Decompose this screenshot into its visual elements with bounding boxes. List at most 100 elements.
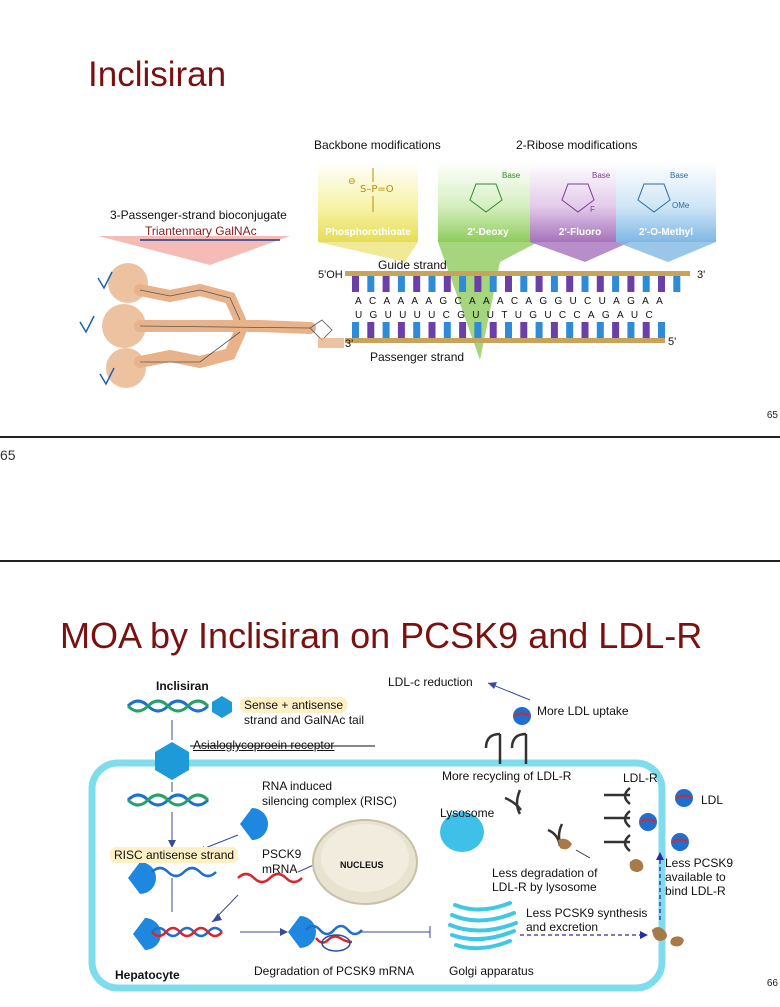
guide-base-tick xyxy=(673,276,681,292)
passenger-base-tick xyxy=(352,322,359,338)
passenger-base-tick xyxy=(428,322,436,338)
slide-title: MOA by Inclisiran on PCSK9 and LDL-R xyxy=(60,615,703,656)
slide-number: 65 xyxy=(766,410,778,421)
mod-2-o-methyl: Base OMe 2'-O-Methyl xyxy=(616,162,716,242)
passenger-base-tick xyxy=(535,322,543,338)
backbone-mod-label: Backbone modifications xyxy=(314,138,441,152)
mod-phosphorothioate: ⊖ S–P=O Phosphorothioate xyxy=(318,162,418,242)
pcsk9-mrna-label-2: mRNA xyxy=(262,862,298,876)
guide-base-tick xyxy=(352,276,359,292)
risc-strand-label: RISC antisense strand xyxy=(110,847,239,863)
guide-base-tick xyxy=(382,276,390,292)
less-synthesis-1: Less PCSK9 synthesis xyxy=(526,906,648,920)
passenger-base-tick xyxy=(413,322,421,338)
guide-base-tick xyxy=(535,276,543,292)
ldl-label: LDL xyxy=(701,793,724,807)
passenger-base-tick xyxy=(443,322,451,338)
guide-base-tick xyxy=(581,276,589,292)
passenger-base-tick xyxy=(566,322,574,338)
divider xyxy=(0,560,780,562)
less-degradation-1: Less degradation of xyxy=(492,866,598,880)
three-prime-bottom: 3' xyxy=(345,338,354,350)
passenger-sequence: UGUUUUCGUUTUGUCCAGAUC xyxy=(355,310,660,321)
more-ldl-label: More LDL uptake xyxy=(537,704,629,718)
mod-2-fluoro: Base F 2'-Fluoro xyxy=(530,162,630,242)
passenger-base-tick xyxy=(505,322,512,338)
guide-sequence: ACAAAAGCAAACAGGUCUAGAA xyxy=(355,296,671,307)
guide-base-tick xyxy=(367,276,375,292)
guide-base-tick xyxy=(397,276,405,292)
guide-base-tick xyxy=(566,276,574,292)
guide-base-tick xyxy=(489,276,497,292)
pcsk9-mrna-label-1: PSCK9 xyxy=(262,847,302,861)
nucleus-label: NUCLEUS xyxy=(340,860,384,870)
less-synthesis-2: and excretion xyxy=(526,920,599,934)
guide-base-tick xyxy=(596,276,604,292)
less-pcsk9-3: bind LDL-R xyxy=(665,884,726,898)
passenger-base-tick xyxy=(642,322,650,338)
passenger-base-tick xyxy=(520,322,528,338)
guide-base-tick xyxy=(612,276,620,292)
passenger-conjugate-label: 3-Passenger-strand bioconjugate xyxy=(110,208,287,222)
guide-base-tick xyxy=(413,276,421,292)
sense-label: Sense + antisense xyxy=(240,697,348,713)
guide-base-tick xyxy=(550,276,558,292)
slide-inclisiran-structure: Inclisiran ⊖ S–P=O Phosphorothioate Base… xyxy=(0,0,780,437)
guide-base-tick xyxy=(627,276,635,292)
fluoro-ribose-structure: Base F xyxy=(561,171,611,214)
five-oh-label: 5'OH xyxy=(318,269,343,281)
hepatocyte-label: Hepatocyte xyxy=(115,968,180,982)
guide-base-tick xyxy=(658,276,665,292)
svg-text:⊖: ⊖ xyxy=(348,177,356,187)
base-label: Base xyxy=(592,171,611,180)
slide-moa: MOA by Inclisiran on PCSK9 and LDL-R xyxy=(0,560,780,1000)
passenger-base-tick xyxy=(596,322,604,338)
risc-strand-text: RISC antisense strand xyxy=(110,847,239,863)
passenger-base-tick xyxy=(474,322,482,338)
passenger-base-tick xyxy=(612,322,620,338)
slide-number: 66 xyxy=(766,978,778,989)
guide-base-tick xyxy=(428,276,436,292)
inclisiran-label: Inclisiran xyxy=(156,679,209,693)
galnac-label: Triantennary GalNAc xyxy=(145,224,257,238)
passenger-base-tick xyxy=(397,322,405,338)
lysosome-label: Lysosome xyxy=(440,806,495,820)
degradation-label: Degradation of PCSK9 mRNA xyxy=(254,964,415,978)
more-recycling-label: More recycling of LDL-R xyxy=(442,769,572,783)
less-pcsk9-2: available to xyxy=(665,870,726,884)
sense-text: Sense + antisense xyxy=(240,697,348,713)
svg-text:S–P=O: S–P=O xyxy=(360,184,394,195)
asialo-label: Asialoglycoproein receptor xyxy=(193,738,335,752)
inclisiran-structure-diagram xyxy=(79,236,716,388)
less-degradation-2: LDL-R by lysosome xyxy=(492,880,597,894)
less-pcsk9-1: Less PCSK9 xyxy=(665,856,734,870)
passenger-strand-label: Passenger strand xyxy=(370,350,465,364)
passenger-base-tick xyxy=(658,322,665,338)
passenger-base-tick xyxy=(550,322,558,338)
three-prime-top: 3' xyxy=(697,269,706,281)
phosphorothioate-structure: ⊖ S–P=O xyxy=(348,168,394,212)
passenger-base-tick xyxy=(627,322,635,338)
passenger-base-tick xyxy=(489,322,497,338)
omethyl-ribose-structure: Base OMe xyxy=(637,171,690,213)
slide-title: Inclisiran xyxy=(88,55,227,94)
guide-base-tick xyxy=(505,276,512,292)
passenger-base-tick xyxy=(382,322,390,338)
ldlr-label: LDL-R xyxy=(623,771,658,785)
moa-diagram xyxy=(88,682,693,992)
strand-tail-label: strand and GalNAc tail xyxy=(244,713,365,727)
risc-label-1: RNA induced xyxy=(262,779,333,793)
guide-base-tick xyxy=(443,276,451,292)
ldlc-reduction-label: LDL-c reduction xyxy=(388,675,473,689)
risc-label-2: silencing complex (RISC) xyxy=(262,794,397,808)
ribose-mod-label: 2-Ribose modifications xyxy=(516,138,638,152)
passenger-base-tick xyxy=(367,322,375,338)
divider xyxy=(0,436,780,438)
passenger-base-tick xyxy=(459,322,467,338)
guide-base-tick xyxy=(642,276,650,292)
golgi-label: Golgi apparatus xyxy=(449,964,534,978)
omethyl-label: OMe xyxy=(672,201,690,210)
fluoro-label: F xyxy=(590,205,595,214)
passenger-base-tick xyxy=(581,322,589,338)
five-prime-bottom: 5' xyxy=(668,336,677,348)
